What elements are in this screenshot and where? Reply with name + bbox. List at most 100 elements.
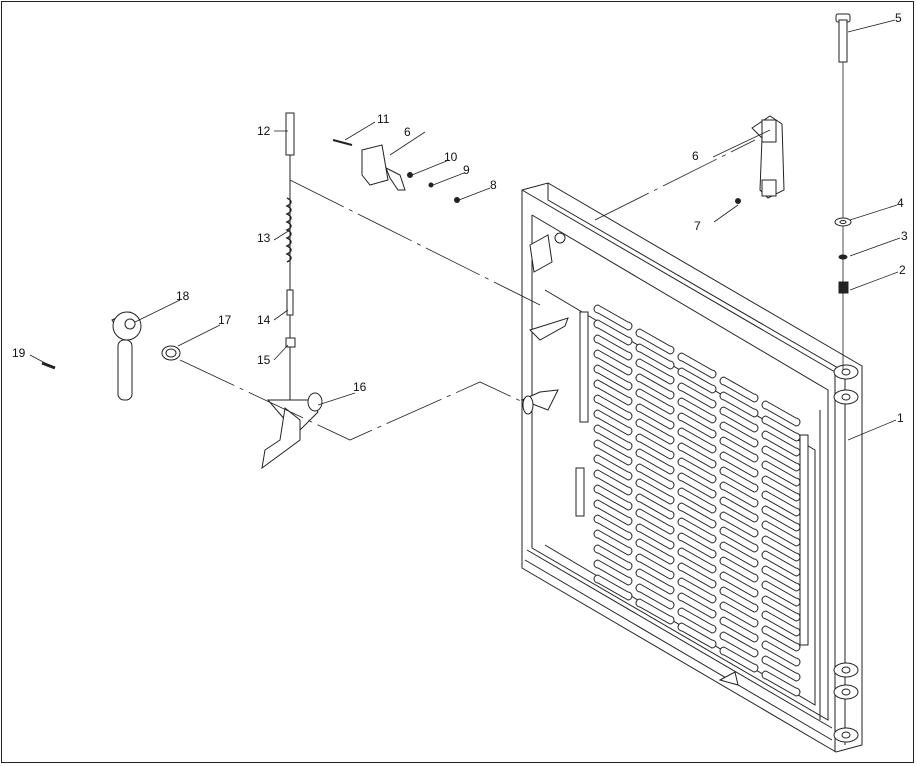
- louver-slot: [593, 469, 633, 496]
- louver-slot: [719, 511, 759, 538]
- louver-slot: [593, 559, 633, 586]
- callout-16: 16: [353, 380, 367, 394]
- louver-slot: [635, 388, 675, 415]
- louver-slot: [593, 439, 633, 466]
- louver-slot: [677, 532, 717, 559]
- callout-13: 13: [257, 231, 271, 245]
- callout-8: 8: [490, 178, 497, 192]
- louver-slot: [761, 460, 801, 487]
- louver-slot: [635, 478, 675, 505]
- louver-slot: [677, 577, 717, 604]
- louver-slot: [593, 319, 633, 346]
- louver-slot: [761, 490, 801, 517]
- callout-1: 1: [897, 411, 904, 425]
- louver-slot: [593, 484, 633, 511]
- louver-slot: [635, 493, 675, 520]
- pin-19: [41, 361, 56, 370]
- callout-6-handle: 6: [692, 149, 699, 163]
- louver-slot: [761, 475, 801, 502]
- callout-6-latch: 6: [404, 125, 411, 139]
- louver-slot: [719, 436, 759, 463]
- louver-slot: [719, 451, 759, 478]
- louver-slot: [719, 616, 759, 643]
- louver-grid: [593, 304, 801, 697]
- louver-slot: [593, 544, 633, 571]
- callout-17: 17: [218, 313, 232, 327]
- louver-slot: [677, 427, 717, 454]
- louver-slot: [677, 592, 717, 619]
- louver-slot: [677, 382, 717, 409]
- spring-assembly: [285, 112, 296, 410]
- callout-5: 5: [895, 11, 902, 25]
- louver-slot: [677, 412, 717, 439]
- callout-3: 3: [901, 229, 908, 243]
- louver-slot: [593, 409, 633, 436]
- latch-assembly: [332, 139, 460, 203]
- callout-9: 9: [463, 163, 470, 177]
- louver-slot: [677, 472, 717, 499]
- louver-slot: [761, 445, 801, 472]
- louver-slot: [761, 505, 801, 532]
- rod-end: [111, 311, 142, 401]
- louver-slot: [635, 598, 675, 625]
- louver-slot: [719, 481, 759, 508]
- louver-slot: [761, 565, 801, 592]
- louver-slot: [761, 610, 801, 637]
- louver-slot: [719, 391, 759, 418]
- louver-slot: [593, 364, 633, 391]
- louver-slot: [719, 586, 759, 613]
- louver-slot: [677, 502, 717, 529]
- louver-slot: [761, 550, 801, 577]
- louver-slot: [635, 583, 675, 610]
- louver-slot: [593, 499, 633, 526]
- louver-slot: [635, 373, 675, 400]
- louver-slot: [719, 406, 759, 433]
- louver-slot: [677, 367, 717, 394]
- louver-slot: [635, 433, 675, 460]
- washer: [161, 345, 181, 361]
- handle: [735, 115, 785, 204]
- louver-slot: [719, 541, 759, 568]
- louver-slot: [719, 571, 759, 598]
- callout-4: 4: [897, 196, 904, 210]
- louver-slot: [719, 631, 759, 658]
- louver-slot: [635, 418, 675, 445]
- louver-slot: [761, 595, 801, 622]
- hinge-pin: [834, 13, 852, 370]
- callout-14: 14: [257, 313, 271, 327]
- louver-slot: [719, 646, 759, 673]
- louver-slot: [593, 379, 633, 406]
- louver-slot: [719, 466, 759, 493]
- louver-slot: [635, 403, 675, 430]
- louver-slot: [677, 562, 717, 589]
- louver-slot: [719, 601, 759, 628]
- louver-slot: [635, 343, 675, 370]
- callout-7: 7: [694, 219, 701, 233]
- louver-slot: [635, 538, 675, 565]
- callout-10: 10: [444, 150, 458, 164]
- louver-slot: [635, 508, 675, 535]
- louver-slot: [677, 442, 717, 469]
- louver-slot: [719, 526, 759, 553]
- louver-slot: [719, 376, 759, 403]
- louver-slot: [719, 556, 759, 583]
- louver-slot: [677, 622, 717, 649]
- callout-11: 11: [377, 112, 390, 126]
- louver-slot: [593, 514, 633, 541]
- callout-18: 18: [176, 289, 190, 303]
- louver-slot: [593, 529, 633, 556]
- louver-slot: [677, 457, 717, 484]
- louver-slot: [593, 304, 633, 331]
- louver-slot: [719, 496, 759, 523]
- louver-slot: [677, 487, 717, 514]
- louver-slot: [761, 670, 801, 697]
- callout-15: 15: [257, 353, 271, 367]
- callout-12: 12: [257, 124, 271, 138]
- louver-slot: [635, 358, 675, 385]
- louver-slot: [593, 424, 633, 451]
- louver-slot: [761, 430, 801, 457]
- louver-slot: [761, 655, 801, 682]
- louver-slot: [593, 349, 633, 376]
- louver-slot: [677, 547, 717, 574]
